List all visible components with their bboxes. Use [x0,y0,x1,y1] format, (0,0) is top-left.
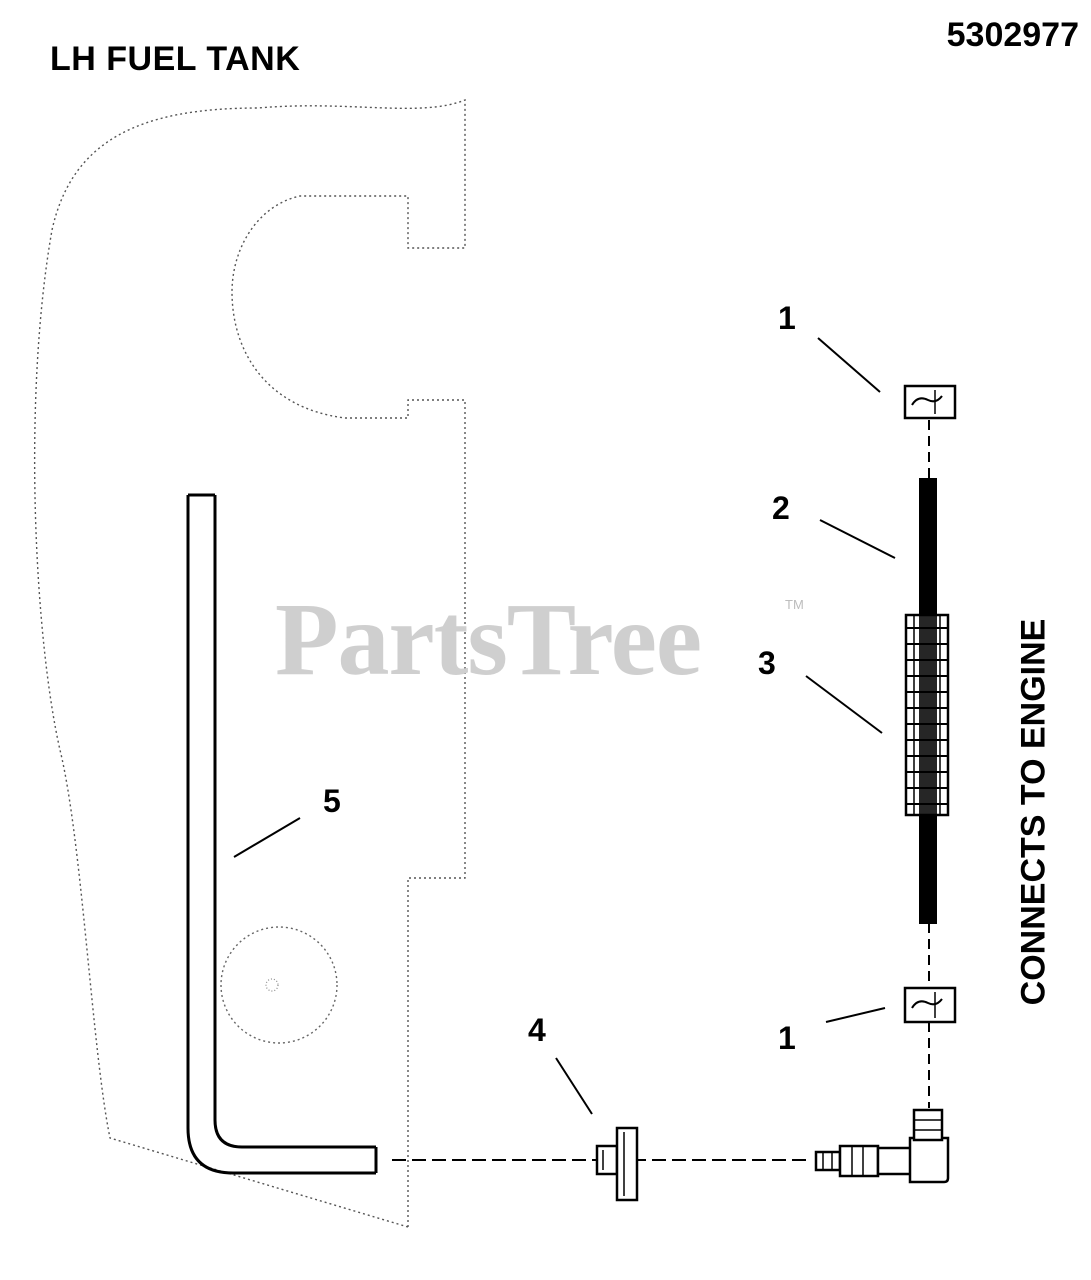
diagram-title: LH FUEL TANK [50,40,301,78]
callout-5: 5 [323,783,341,819]
callout-3: 3 [758,645,776,681]
leader-line-5 [233,817,301,858]
leader-line-1-top [817,337,881,393]
elbow-fitting [814,1108,950,1184]
leader-line-4 [555,1057,593,1115]
tank-sender-center [265,978,279,992]
bushing-part [595,1126,639,1202]
callout-1-bottom: 1 [778,1020,796,1056]
leader-line-2 [819,519,896,559]
pickup-tube-inner [213,495,376,1149]
pickup-tube-outer [186,495,376,1175]
hose-clamp-top [903,384,957,420]
connects-to-engine-label: CONNECTS TO ENGINE [1014,618,1053,1006]
hose-clamp-bottom [903,986,957,1024]
callout-4: 4 [528,1012,546,1048]
part-number: 5302977 [946,16,1079,54]
watermark-text: PartsTree [275,582,702,697]
callout-2: 2 [772,490,790,526]
callout-1-top: 1 [778,300,796,336]
fuel-line-sleeve [904,613,950,817]
leader-line-3 [805,675,883,734]
tank-sender-outline [220,926,338,1044]
watermark-trademark: TM [785,597,804,612]
fuel-tank-outline [33,98,466,1228]
leader-line-1-bottom [825,1007,886,1023]
